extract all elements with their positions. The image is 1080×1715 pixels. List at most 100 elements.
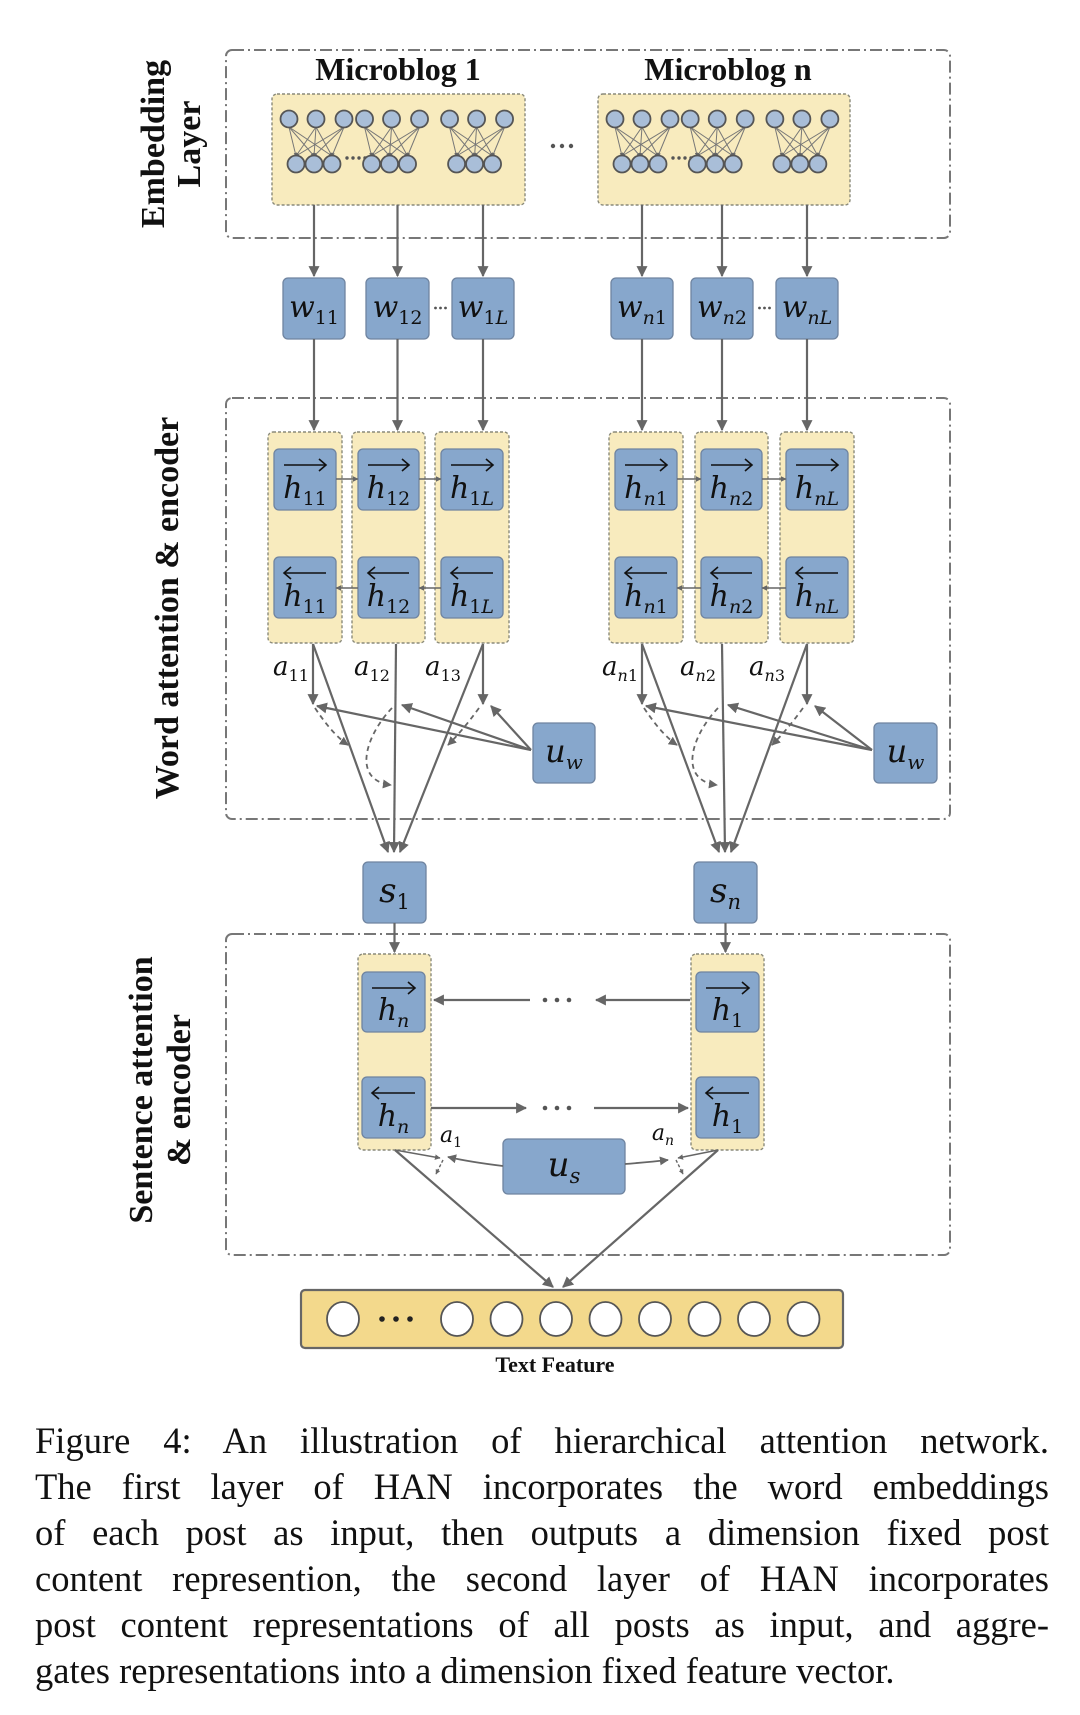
math-base: w	[289, 290, 315, 325]
embedding-edge	[639, 126, 671, 157]
embedding-edge	[774, 126, 819, 157]
math-base: h	[283, 579, 302, 614]
subscript-char: 1	[386, 596, 398, 618]
forward-hidden-box: h11	[273, 448, 337, 511]
subscript-char: 1	[303, 488, 315, 510]
embedding-edge	[689, 126, 716, 157]
embedding-edge	[331, 126, 345, 157]
math-subscript: 11	[289, 666, 309, 685]
math-subscript: n2	[729, 488, 753, 510]
subscript-char: n	[729, 488, 741, 510]
arrow-head-icon	[282, 566, 292, 580]
subscript-char: n	[397, 1010, 409, 1032]
math-base: h	[450, 471, 469, 506]
embedding-neuron	[447, 154, 466, 174]
embedding-neuron	[772, 154, 792, 174]
subscript-char: 1	[441, 666, 451, 685]
sentence-to-feature-line	[394, 1149, 554, 1288]
ellipsis-dot	[677, 156, 681, 160]
embedding-edge	[449, 126, 493, 157]
math-subscript: n	[727, 890, 741, 914]
word-vector-box: w1L	[451, 277, 515, 340]
math-base: h	[367, 471, 386, 506]
math-base: u	[548, 1145, 570, 1185]
math-label: h11	[283, 471, 327, 510]
subscript-char: 1	[453, 1135, 462, 1151]
input-neuron	[440, 109, 459, 129]
sentence-forward-box: hn	[361, 971, 426, 1033]
math-label: h12	[367, 471, 411, 510]
math-base: u	[545, 732, 566, 770]
subscript-char: L	[825, 488, 839, 510]
embedding-edge	[473, 126, 478, 157]
embedding-edge	[781, 126, 831, 157]
math-label: hnL	[795, 471, 839, 510]
math-base: h	[710, 471, 729, 506]
math-subscript: 13	[441, 666, 461, 685]
caption-line: Figure 4: An illustration of hierarchica…	[35, 1420, 1049, 1461]
math-base: a	[440, 1123, 453, 1148]
side-label-sentence-attention: & encoder	[161, 1014, 198, 1166]
math-base: w	[782, 290, 808, 325]
ellipsis-dot	[758, 306, 761, 310]
node-box-bg	[695, 971, 760, 1033]
ellipsis-dot	[768, 306, 771, 310]
embedding-edge	[716, 126, 734, 157]
input-neuron	[382, 109, 401, 129]
math-label: hn	[378, 1099, 410, 1138]
math-base: h	[795, 471, 814, 506]
math-base: a	[354, 652, 370, 682]
embedding-edge	[817, 126, 831, 157]
input-neuron	[306, 109, 326, 129]
math-base: h	[378, 993, 397, 1028]
hidden-to-sentence-line	[311, 643, 390, 854]
ellipsis-dot	[566, 1105, 572, 1111]
arrow-head-icon	[744, 458, 754, 472]
backward-hidden-box: h12	[357, 556, 420, 619]
input-neuron	[410, 109, 429, 129]
embedding-edge	[696, 126, 718, 157]
sentence-to-feature-line	[562, 1149, 719, 1288]
math-subscript: n1	[643, 488, 667, 510]
subscript-char: L	[495, 307, 509, 329]
arrow-head-icon	[370, 1086, 380, 1100]
feature-node	[737, 1301, 771, 1337]
subscript-char: n	[618, 666, 628, 685]
embedding-edge	[449, 126, 475, 157]
subscript-char: 1	[289, 666, 299, 685]
math-subscript: n2	[723, 307, 747, 329]
embedding-edge	[799, 126, 831, 157]
embedding-neuron	[790, 154, 810, 174]
math-subscript: nL	[807, 307, 832, 329]
subscript-char: L	[480, 596, 494, 618]
microblog-title: Microblog n	[644, 51, 812, 87]
arrow-head-icon	[830, 458, 840, 472]
embedding-edge	[456, 126, 505, 157]
math-subscript: n3	[765, 666, 786, 685]
subscript-char: n	[807, 307, 819, 329]
word-vector-box: wn2	[690, 277, 754, 340]
embedding-edge	[798, 126, 803, 157]
arrow-head-icon	[449, 566, 459, 580]
math-label: h1	[712, 993, 743, 1032]
feature-node	[687, 1301, 722, 1337]
subscript-char: 1	[299, 666, 309, 685]
context-arrow	[490, 705, 532, 751]
weight-dashed-arrow	[435, 1159, 444, 1175]
math-base: a	[749, 652, 765, 682]
ellipsis-dot	[407, 1316, 413, 1322]
feature-node	[638, 1301, 672, 1337]
ellipsis-dot	[683, 156, 687, 160]
input-neuron	[680, 109, 700, 129]
embedding-edge	[657, 126, 671, 157]
ellipsis-dot	[671, 156, 675, 160]
math-label: hn	[378, 993, 410, 1032]
ellipsis-dot	[379, 1316, 385, 1322]
weight-dashed-arrow	[691, 707, 719, 789]
attention-weight-label: an2	[680, 652, 716, 685]
input-neuron	[605, 109, 625, 129]
side-label-embedding: Layer	[171, 101, 208, 188]
figure-caption: Figure 4: An illustration of hierarchica…	[35, 1418, 1049, 1694]
feature-node	[326, 1301, 360, 1337]
